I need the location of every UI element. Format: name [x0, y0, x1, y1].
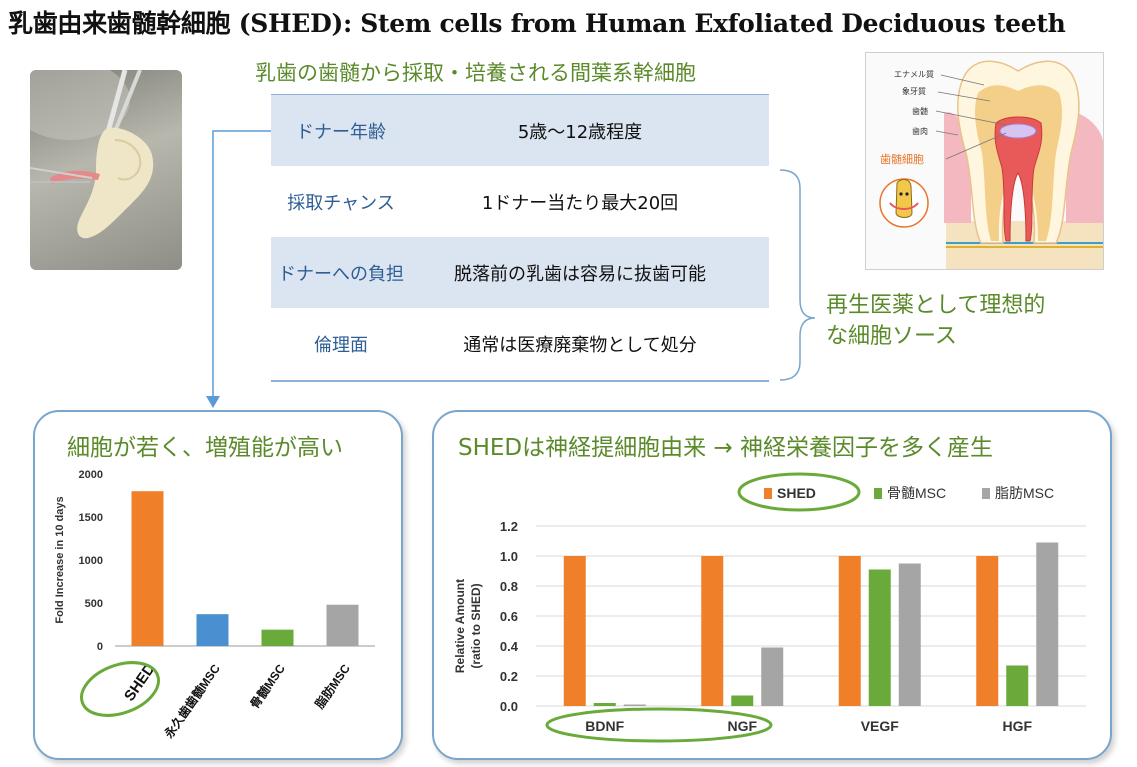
y-tick-label: 0.6 — [500, 609, 518, 624]
bar — [131, 491, 164, 646]
ideal-source-line: な細胞ソース — [826, 324, 957, 349]
legend-label: SHED — [777, 485, 816, 501]
legend-swatch — [764, 488, 772, 499]
table-row: ドナー年齢 5歳〜12歳程度 — [271, 95, 769, 166]
table-bottom-rule — [271, 380, 769, 382]
bdnf-ngf-highlight-ellipse — [545, 707, 773, 743]
tooth-label-pulp-cell: 歯髄細胞 — [880, 152, 924, 166]
bar — [623, 704, 646, 706]
proliferation-bars — [131, 491, 359, 646]
table-key: 倫理面 — [314, 334, 368, 356]
neurotrophic-grid — [536, 525, 1086, 707]
bar — [868, 569, 891, 706]
legend: SHED 骨髄MSC 脂肪MSC — [764, 485, 1054, 501]
tooth-diagram: エナメル質 象牙質 歯髄 歯肉 歯髄細胞 — [865, 52, 1104, 270]
y-tick-label: 0.4 — [500, 639, 519, 654]
x-tick-label: 脂肪MSC — [311, 661, 353, 712]
legend-shed-highlight-ellipse — [737, 472, 861, 512]
y-tick-label: 500 — [85, 598, 103, 610]
subtitle: 乳歯の歯髄から採取・培養される間葉系幹細胞 — [255, 61, 696, 85]
bar — [976, 556, 999, 706]
bar — [326, 604, 359, 646]
legend-swatch — [982, 488, 990, 499]
table-key: ドナーへの負担 — [278, 263, 404, 285]
bar — [1036, 542, 1059, 706]
x-tick-label: BDNF — [585, 718, 624, 734]
connector-line — [212, 130, 271, 398]
ideal-source-line: 再生医薬として理想的 — [826, 293, 1046, 318]
legend-label: 骨髄MSC — [887, 485, 946, 501]
table-value: 脱落前の乳歯は容易に抜歯可能 — [454, 263, 706, 285]
bar — [898, 563, 921, 706]
y-tick-label: 1.0 — [500, 549, 518, 564]
bar — [731, 695, 754, 706]
bar — [701, 556, 724, 706]
tooth-label-enamel: エナメル質 — [894, 69, 934, 79]
bar — [761, 647, 784, 706]
y-tick-label: 0.2 — [500, 669, 518, 684]
tooth-diagram-svg: エナメル質 象牙質 歯髄 歯肉 歯髄細胞 — [879, 60, 1103, 269]
y-tick-label: 2000 — [79, 469, 103, 481]
bar — [261, 629, 294, 646]
neurotrophic-x-labels: BDNF NGF VEGF HGF — [585, 718, 1032, 734]
tooth-label-dentin: 象牙質 — [902, 86, 926, 96]
table-key: 採取チャンス — [287, 192, 395, 214]
comparison-table: ドナー年齢 5歳〜12歳程度 採取チャンス 1ドナー当たり最大20回 ドナーへの… — [271, 95, 769, 379]
ideal-source-text: 再生医薬として理想的 な細胞ソース — [826, 290, 1045, 352]
y-tick-label: 0.8 — [500, 579, 518, 594]
x-tick-label: HGF — [1002, 718, 1032, 734]
x-tick-label: 骨髄MSC — [247, 661, 289, 711]
y-tick-label: 1000 — [79, 555, 103, 567]
y-tick-label: 0.0 — [500, 699, 518, 714]
tooth-photo — [30, 70, 182, 270]
bar — [838, 556, 861, 706]
x-tick-label: VEGF — [861, 718, 900, 734]
bar — [1006, 665, 1029, 706]
bar — [563, 556, 586, 706]
table-value: 通常は医療廃棄物として処分 — [463, 334, 697, 356]
y-axis-label: (ratio to SHED) — [469, 583, 483, 668]
legend-label: 脂肪MSC — [995, 485, 1054, 501]
tooth-photo-illustration — [30, 70, 154, 239]
left-panel-title: 細胞が若く、増殖能が高い — [67, 435, 343, 461]
tooth-label-pulp: 歯髄 — [912, 106, 928, 116]
tooth-label-gum: 歯肉 — [912, 126, 928, 136]
brace-icon — [779, 169, 816, 381]
x-tick-label: 永久歯歯髄MSC — [160, 661, 223, 742]
table-value: 1ドナー当たり最大20回 — [481, 192, 679, 214]
table-value: 5歳〜12歳程度 — [517, 121, 643, 143]
y-tick-label: 0 — [97, 641, 103, 653]
table-row: 採取チャンス 1ドナー当たり最大20回 — [271, 166, 769, 237]
shed-highlight-ellipse — [80, 661, 160, 717]
bar — [593, 703, 616, 706]
x-tick-label: NGF — [727, 718, 757, 734]
bar — [196, 614, 229, 646]
y-axis-label: Relative Amount — [453, 579, 467, 673]
y-tick-label: 1.2 — [500, 519, 518, 534]
table-row: 倫理面 通常は医療廃棄物として処分 — [271, 308, 769, 379]
page-title: 乳歯由来歯髄幹細胞 (SHED): Stem cells from Human … — [8, 9, 1066, 38]
y-tick-label: 1500 — [79, 512, 103, 524]
table-row: ドナーへの負担 脱落前の乳歯は容易に抜歯可能 — [271, 237, 769, 308]
y-axis-label: Fold Increase in 10 days — [54, 496, 66, 623]
right-panel-title: SHEDは神経提細胞由来 → 神経栄養因子を多く産生 — [458, 435, 994, 461]
mascot-icon — [879, 178, 929, 228]
connector-arrowhead — [206, 396, 220, 408]
table-key: ドナー年齢 — [296, 121, 386, 143]
legend-swatch — [874, 488, 882, 499]
neurotrophic-bars — [563, 542, 1059, 706]
